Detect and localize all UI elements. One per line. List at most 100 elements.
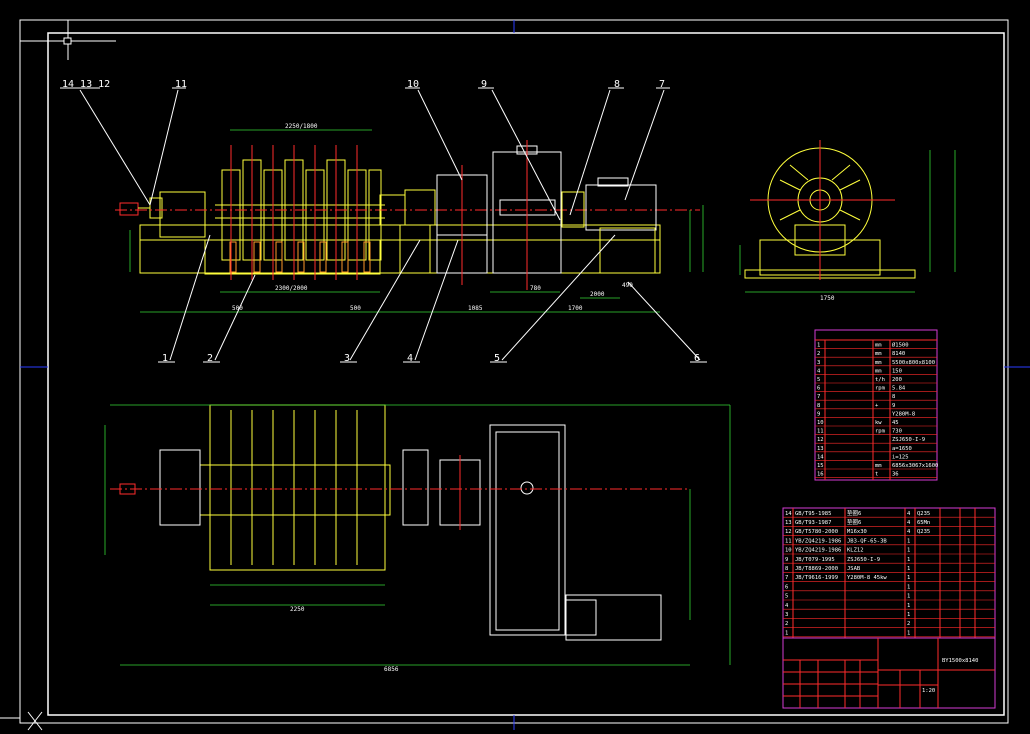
- spec-row-unit: mm: [875, 360, 882, 366]
- balloon-5: 5: [494, 353, 500, 364]
- spec-row-no: 16: [817, 472, 824, 478]
- spec-row-unit: t/h: [875, 377, 885, 383]
- balloon-2: 2: [207, 353, 213, 364]
- part-row-no: 13: [785, 520, 792, 526]
- outer-border: [19, 19, 1009, 724]
- svg-text:1750: 1750: [820, 295, 835, 302]
- svg-text:1085: 1085: [468, 305, 483, 312]
- part-row-no: 3: [785, 612, 788, 618]
- part-row-no: 8: [785, 566, 788, 572]
- part-row-code: YB/ZQ4219-1986: [795, 538, 841, 544]
- balloon-10: 10: [407, 79, 419, 90]
- part-row-code: JB/T8869-2000: [795, 566, 838, 572]
- spec-row-unit: mm: [875, 343, 882, 349]
- part-row-no: 14: [785, 511, 792, 517]
- spec-row-no: 7: [817, 394, 820, 400]
- part-row-qty: 1: [907, 630, 910, 636]
- balloon-1: 1: [162, 353, 168, 364]
- part-row-no: 12: [785, 529, 792, 535]
- title-block: BY1500x8140 1:20: [782, 637, 996, 709]
- plan-view: 2250 6856: [104, 404, 731, 673]
- balloon-4: 4: [407, 353, 413, 364]
- spec-row-no: 10: [817, 420, 824, 426]
- part-row-no: 7: [785, 575, 788, 581]
- part-row-material: Q235: [917, 529, 930, 535]
- spec-row-unit: mm: [875, 351, 882, 357]
- part-row-name: JB3-QF-65-3B: [847, 538, 887, 544]
- svg-text:500: 500: [350, 305, 361, 312]
- side-view: 1750: [739, 140, 956, 302]
- part-row-name: JSAB: [847, 566, 861, 572]
- svg-text:2250: 2250: [290, 606, 305, 613]
- spec-row-no: 3: [817, 360, 820, 366]
- part-row-name: 垫圈6: [847, 518, 861, 526]
- spec-row-unit: t: [875, 472, 878, 478]
- part-row-qty: 1: [907, 575, 910, 581]
- spec-row-value: Ø1500: [892, 342, 909, 349]
- part-row-material: Q235: [917, 511, 930, 517]
- part-row-qty: 1: [907, 557, 910, 563]
- spec-row-no: 4: [817, 368, 821, 374]
- part-row-no: 1: [785, 630, 788, 636]
- balloon-8: 8: [614, 79, 620, 90]
- part-row-name: M16x30: [847, 529, 867, 535]
- part-row-no: 6: [785, 584, 788, 590]
- spec-row-value: 5500x800x8100: [892, 360, 935, 366]
- part-row-code: JB/T9616-1999: [795, 575, 838, 581]
- part-row-code: GB/T93-1987: [795, 520, 831, 526]
- svg-text:6856: 6856: [384, 666, 399, 673]
- spec-row-unit: kw: [875, 420, 882, 426]
- part-row-name: Y280M-8 45kw: [847, 575, 887, 581]
- svg-text:780: 780: [530, 285, 541, 292]
- spec-row-value: ZSJ650-I-9: [892, 437, 925, 443]
- part-row-qty: 1: [907, 566, 910, 572]
- svg-text:500: 500: [232, 305, 243, 312]
- spec-row-unit: mm: [875, 368, 882, 374]
- spec-row-no: 13: [817, 446, 824, 452]
- spec-row-value: i=125: [892, 454, 909, 460]
- part-row-code: GB/T95-1985: [795, 511, 831, 517]
- part-row-no: 5: [785, 594, 788, 600]
- balloon-11: 11: [175, 79, 187, 90]
- spec-row-value: a=1650: [892, 446, 912, 452]
- spec-row-value: 5.84: [892, 386, 906, 392]
- svg-text:2000: 2000: [590, 291, 605, 298]
- spec-row-no: 11: [817, 429, 824, 435]
- part-row-qty: 1: [907, 584, 910, 590]
- balloon-14-13-12: 14 13 12: [62, 79, 110, 90]
- rotor-disks: [215, 159, 385, 273]
- spec-row-unit: rpm: [875, 429, 886, 435]
- part-row-name: KLZ12: [847, 548, 864, 554]
- part-row-qty: 1: [907, 603, 910, 609]
- balloon-6: 6: [694, 353, 700, 364]
- part-row-no: 4: [785, 603, 789, 609]
- part-row-code: GB/T5780-2000: [795, 529, 838, 535]
- drawing-number: BY1500x8140: [942, 658, 978, 664]
- spec-row-no: 1: [817, 343, 820, 349]
- spec-row-value: Y280M-8: [892, 411, 915, 417]
- part-row-no: 9: [785, 557, 788, 563]
- part-row-no: 11: [785, 538, 792, 544]
- front-elevation-view: 2250/1800 2300/2000 500 500 1085 1700 78…: [115, 123, 704, 313]
- part-row-no: 10: [785, 548, 792, 554]
- part-row-code: YB/ZQ4219-1986: [795, 548, 841, 554]
- spec-row-unit: rpm: [875, 386, 886, 392]
- spec-row-value: 45: [892, 420, 899, 426]
- spec-row-value: 6856x3067x1600: [892, 463, 938, 469]
- svg-text:490: 490: [622, 282, 633, 289]
- part-row-qty: 1: [907, 548, 910, 554]
- spec-row-no: 9: [817, 411, 820, 417]
- part-row-qty: 1: [907, 594, 910, 600]
- spec-row-no: 2: [817, 351, 820, 357]
- svg-text:2300/2000: 2300/2000: [275, 285, 308, 292]
- part-row-no: 2: [785, 621, 788, 627]
- part-row-qty: 4: [907, 511, 911, 517]
- spec-row-unit: +: [875, 403, 879, 409]
- spec-row-no: 12: [817, 437, 824, 443]
- ucs-crosshair: [20, 20, 116, 60]
- balloon-9: 9: [481, 79, 487, 90]
- spec-row-no: 6: [817, 386, 820, 392]
- spec-row-no: 15: [817, 463, 824, 469]
